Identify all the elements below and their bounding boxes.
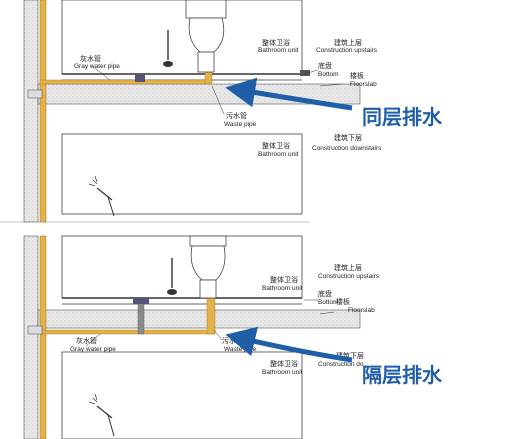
top-downstairs-cn: 建筑下层 xyxy=(334,133,362,142)
top-floor-en: Floorslab xyxy=(350,81,377,88)
bottom-gray-pipe xyxy=(39,329,216,335)
bottom-lower-room xyxy=(61,351,303,439)
bottom-lower-bath-cn: 整体卫浴 xyxy=(270,359,298,368)
bottom-floor-en: Floorslab xyxy=(348,307,375,314)
bottom-downstairs-cn: 建筑下层 xyxy=(336,351,364,360)
top-downstairs-en: Construction downstairs xyxy=(312,145,382,152)
top-upstairs-en: Construction upstairs xyxy=(316,47,378,54)
bottom-panel: 建筑上层 Construction upstairs 整体卫浴 Bathroom… xyxy=(23,235,443,439)
top-flange xyxy=(300,70,310,76)
top-arrow xyxy=(225,77,353,111)
top-lower-room xyxy=(61,133,303,215)
bottom-bath-en: Bathroom unit xyxy=(262,285,303,292)
top-floor-drain xyxy=(135,74,145,82)
top-waste-en: Waste pipe xyxy=(224,121,257,128)
top-lower-bath-cn: 整体卫浴 xyxy=(262,141,290,150)
top-lower-bath-en: Bathroom unit xyxy=(258,151,299,158)
bottom-downstairs-en: Construction do xyxy=(318,361,364,368)
top-panel: 灰水管 Gray water pipe 整体卫浴 Bathroom unit 建… xyxy=(0,0,443,223)
top-riser-pipe xyxy=(39,0,47,223)
bottom-drain-drop xyxy=(137,301,145,335)
top-brush-icon xyxy=(163,30,173,67)
bottom-upstairs-en: Construction upstairs xyxy=(318,273,380,280)
bottom-upstairs-cn: 建筑上层 xyxy=(334,263,362,272)
top-bottom-cn: 底盘 xyxy=(318,61,332,70)
top-toilet-icon xyxy=(185,0,227,73)
top-shower-icon xyxy=(88,175,115,217)
top-bottom-en: Bottom xyxy=(318,71,339,78)
top-bath-cn: 整体卫浴 xyxy=(262,38,290,47)
top-upstairs-cn: 建筑上层 xyxy=(334,38,362,47)
bottom-lower-bath-en: Bathroom unit xyxy=(262,369,303,376)
bottom-left-wall xyxy=(23,235,39,439)
bottom-floor-slab xyxy=(37,309,361,329)
top-bath-en: Bathroom unit xyxy=(258,47,299,54)
bottom-waste-en: Waste pipe xyxy=(224,346,257,353)
top-gray-pipe xyxy=(39,79,211,85)
bottom-bottom-cn: 底盘 xyxy=(318,289,332,298)
top-waste-cn: 污水管 xyxy=(226,111,247,120)
bottom-waste-pipe xyxy=(206,297,216,335)
top-big-label: 同层排水 xyxy=(362,105,443,129)
bottom-brush-icon xyxy=(167,258,177,295)
top-waste-pipe xyxy=(204,71,213,85)
top-left-wall xyxy=(23,0,39,223)
top-gray-pipe-en: Gray water pipe xyxy=(74,63,120,70)
bottom-toilet-icon xyxy=(189,235,227,299)
bottom-big-label: 隔层排水 xyxy=(362,363,443,387)
top-floor-cn: 楼板 xyxy=(350,71,364,80)
bottom-floor-cn: 楼板 xyxy=(336,297,350,306)
bottom-gray-pipe-en: Gray water pipe xyxy=(70,346,116,353)
bottom-riser-pipe xyxy=(39,235,47,439)
bottom-shower-icon xyxy=(88,393,115,437)
bottom-bottom-en: Bottom xyxy=(318,299,339,306)
top-gray-pipe-cn: 灰水管 xyxy=(80,54,101,63)
bottom-gray-pipe-cn: 灰水管 xyxy=(76,336,97,345)
bottom-arrow xyxy=(225,326,353,363)
bottom-bath-cn: 整体卫浴 xyxy=(270,275,298,284)
top-upper-room xyxy=(61,0,303,75)
bottom-upper-room xyxy=(61,235,303,299)
